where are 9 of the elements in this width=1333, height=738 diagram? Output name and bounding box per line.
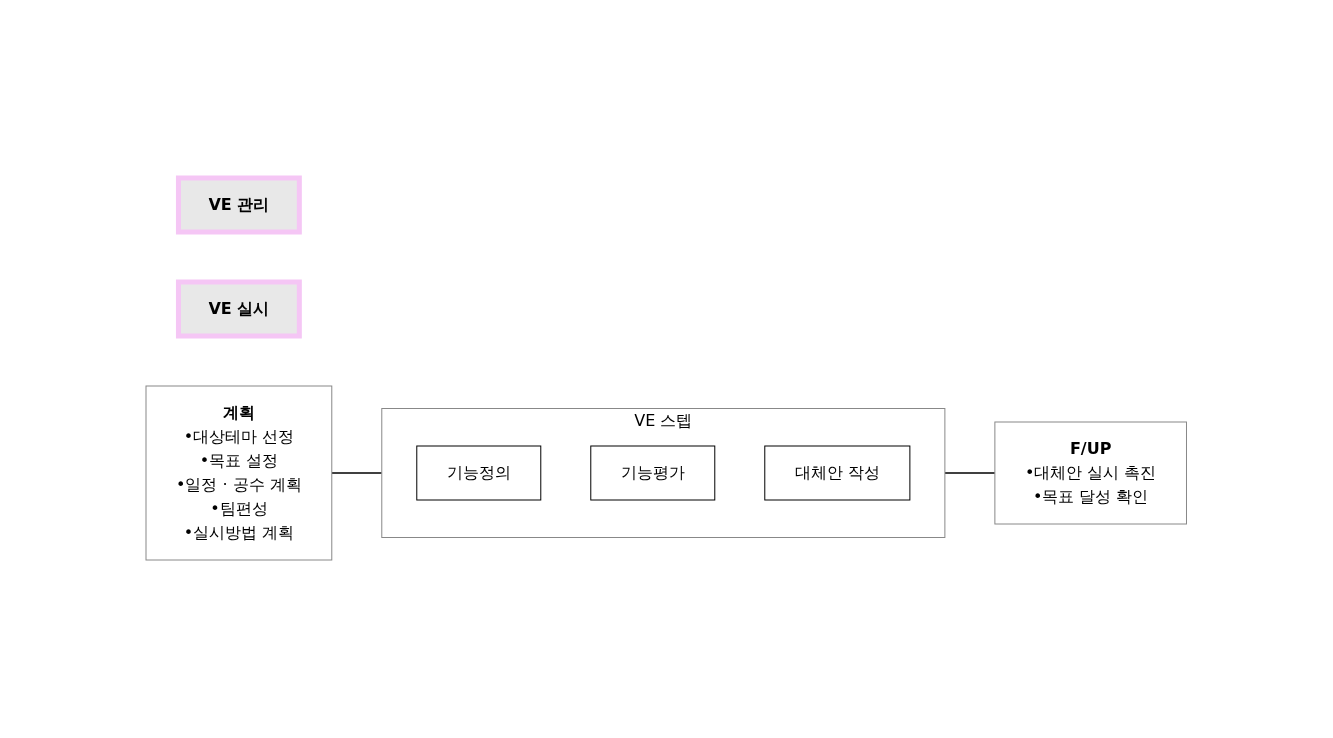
node-box: 기능정의: [416, 445, 542, 501]
node-box: 기능평가: [590, 445, 716, 501]
node-box: 계획 •대상테마 선정 •목표 설정 •일정 · 공수 계획 •팀편성 •실시방법 계획: [145, 385, 333, 561]
node-box: F/UP •대체안 실시 촉진 •목표 달성 확인: [994, 421, 1188, 525]
connector: [331, 472, 383, 474]
node-box: 대체안 작성: [764, 445, 911, 501]
node-box: VE 실시: [176, 279, 303, 339]
node-box: VE 관리: [176, 175, 303, 235]
connector: [944, 472, 996, 474]
